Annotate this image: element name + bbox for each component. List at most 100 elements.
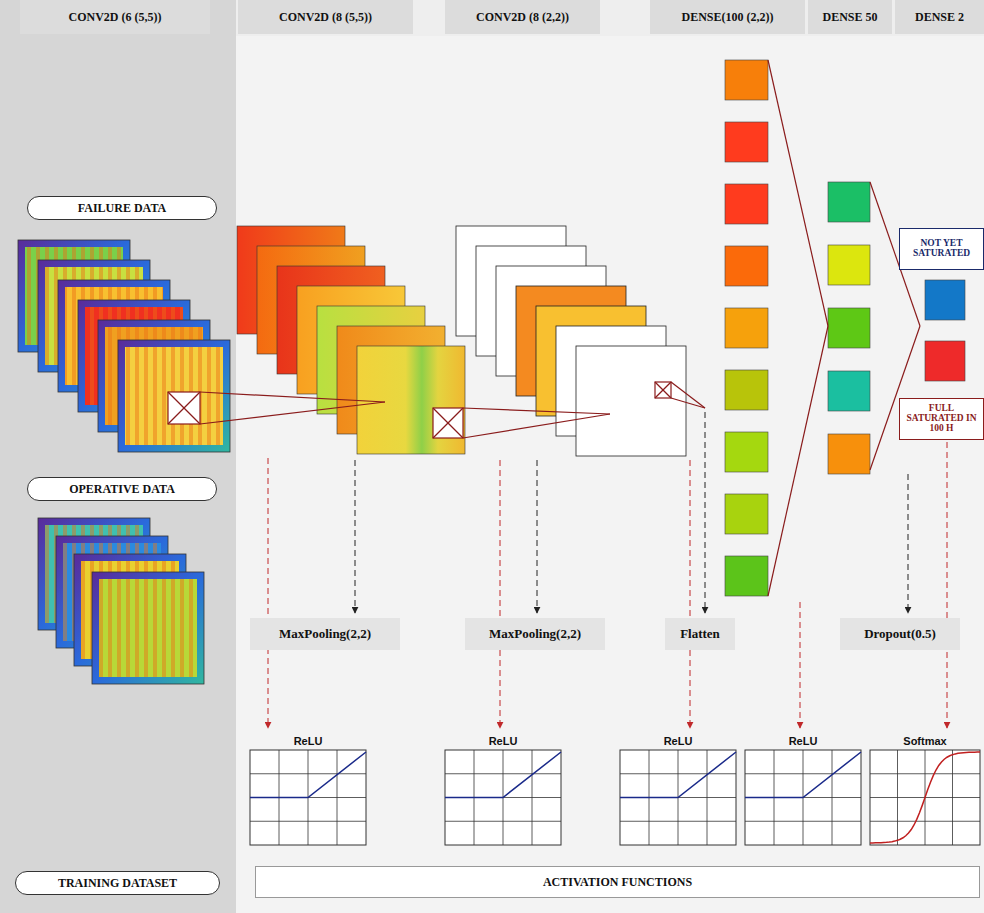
node-label: FULL SATURATED IN 100 H xyxy=(900,404,983,434)
feature-map xyxy=(357,346,465,454)
activation-chart xyxy=(250,750,366,845)
node-label: DENSE 2 xyxy=(915,10,964,25)
kernel-ray xyxy=(463,408,610,414)
chart-grid xyxy=(832,750,833,845)
layer-op-box: MaxPooling(2,2) xyxy=(465,618,605,650)
output-unit xyxy=(925,341,965,381)
fan-line xyxy=(768,60,828,326)
heatmap-core xyxy=(99,579,197,677)
relu-curve xyxy=(250,752,366,798)
kernel-cross xyxy=(433,408,463,438)
chart-grid xyxy=(620,821,736,822)
caption-box: ACTIVATION FUNCTIONS xyxy=(255,866,980,898)
activation-chart xyxy=(445,750,561,845)
chart-grid xyxy=(250,821,366,822)
dashed-arrow xyxy=(908,474,909,613)
node-label: Dropout(0.5) xyxy=(864,626,936,642)
kernel-ray xyxy=(463,414,610,438)
chart-grid xyxy=(870,821,980,822)
node-label: DENSE 50 xyxy=(822,10,877,25)
kernel-ray xyxy=(671,398,705,408)
dense-unit xyxy=(725,184,768,224)
dense-unit xyxy=(828,434,870,474)
node-label: MaxPooling(2,2) xyxy=(489,626,581,642)
kernel-ray xyxy=(200,402,385,424)
layer-op-box: MaxPooling(2,2) xyxy=(250,618,400,650)
dashed-arrow xyxy=(355,460,356,613)
relu-curve xyxy=(620,752,736,798)
node-label: CONV2D (8 (5,5)) xyxy=(279,10,372,25)
node-label: CONV2D (8 (2,2)) xyxy=(476,10,569,25)
relu-curve xyxy=(745,752,861,798)
dense-unit xyxy=(725,246,768,286)
dashed-arrow xyxy=(705,412,706,613)
node-label: ReLU xyxy=(789,735,818,749)
dense-unit xyxy=(828,371,870,411)
dashed-arrow xyxy=(690,460,691,728)
feature-map xyxy=(576,346,686,456)
dashed-arrow xyxy=(268,458,269,728)
chart-grid xyxy=(337,750,338,845)
output-unit xyxy=(925,280,965,320)
dataset-panel xyxy=(0,0,236,913)
fan-line xyxy=(768,326,828,596)
node-label: ReLU xyxy=(489,735,518,749)
chart-grid xyxy=(445,821,561,822)
heatmap-stripes xyxy=(125,347,223,445)
chart-grid xyxy=(532,750,533,845)
activation-title: ReLU xyxy=(445,730,561,749)
illustration-group xyxy=(18,60,980,845)
dashed-arrow xyxy=(800,602,801,728)
dense-unit xyxy=(725,122,768,162)
layer-header: DENSE 2 xyxy=(895,0,984,34)
dataset-pill: TRAINING DATASET xyxy=(15,871,220,895)
node-label: NOT YET SATURATED xyxy=(900,239,983,259)
node-label: ReLU xyxy=(664,735,693,749)
layer-header: DENSE(100 (2,2)) xyxy=(650,0,805,34)
kernel-window xyxy=(655,382,671,398)
kernel-cross xyxy=(168,392,200,424)
node-label: ACTIVATION FUNCTIONS xyxy=(543,875,692,890)
layer-header: CONV2D (8 (2,2)) xyxy=(445,0,600,34)
output-class-box: FULL SATURATED IN 100 H xyxy=(899,398,984,440)
dashed-arrow xyxy=(537,460,538,613)
dense-unit xyxy=(828,182,870,222)
node-label: FAILURE DATA xyxy=(78,201,166,216)
kernel-cross xyxy=(655,382,671,398)
kernel-cross xyxy=(655,382,671,398)
kernel-window xyxy=(433,408,463,438)
dashed-arrow xyxy=(500,460,501,728)
layer-header: CONV2D (6 (5,5)) xyxy=(20,0,210,34)
node-label: Flatten xyxy=(680,626,720,642)
node-label: MaxPooling(2,2) xyxy=(279,626,371,642)
activation-chart xyxy=(620,750,736,845)
chart-grid xyxy=(707,750,708,845)
dense-unit xyxy=(828,245,870,285)
node-label: ReLU xyxy=(294,735,323,749)
heatmap-stripes xyxy=(99,579,197,677)
output-class-box: NOT YET SATURATED xyxy=(899,228,984,270)
node-label: CONV2D (6 (5,5)) xyxy=(69,10,162,25)
heatmap-image xyxy=(92,572,204,684)
dense-unit xyxy=(725,432,768,472)
node-label: OPERATIVE DATA xyxy=(69,482,175,497)
dense-unit xyxy=(725,556,768,596)
dense-unit xyxy=(725,60,768,100)
heatmap-core xyxy=(125,347,223,445)
relu-curve xyxy=(445,752,561,798)
activation-chart xyxy=(745,750,861,845)
kernel-cross xyxy=(168,392,200,424)
chart-grid xyxy=(745,821,861,822)
dense-unit xyxy=(725,308,768,348)
dense-unit xyxy=(725,370,768,410)
dense-unit xyxy=(725,494,768,534)
layer-op-box: Flatten xyxy=(665,618,735,650)
activation-title: ReLU xyxy=(745,730,861,749)
kernel-cross xyxy=(433,408,463,438)
dense-unit xyxy=(828,308,870,348)
header-band xyxy=(0,0,984,36)
node-label: Softmax xyxy=(903,735,946,749)
softmax-curve xyxy=(870,752,980,843)
